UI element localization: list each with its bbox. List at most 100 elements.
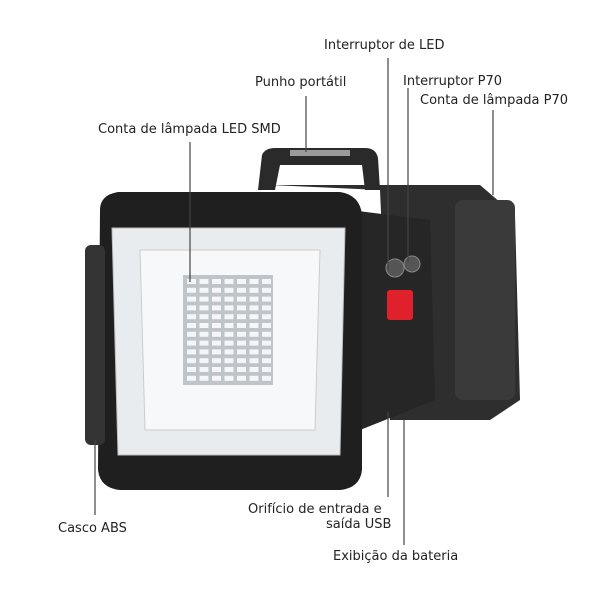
led-chip: [262, 287, 271, 293]
led-chip: [237, 358, 246, 364]
led-chip: [249, 279, 259, 284]
led-chip: [237, 287, 246, 293]
led-chip: [187, 331, 196, 337]
led-chip: [249, 305, 259, 311]
led-chip: [212, 358, 221, 364]
led-chip: [224, 349, 234, 355]
led-chip: [262, 314, 271, 320]
led-switch-button: [385, 258, 405, 278]
led-chip: [249, 375, 259, 381]
led-chip: [249, 287, 259, 293]
led-chip: [249, 296, 259, 302]
led-chip: [199, 314, 209, 320]
led-chip: [249, 349, 259, 355]
label-shell: Casco ABS: [58, 521, 127, 536]
led-chip: [212, 375, 221, 381]
led-chip: [187, 314, 196, 320]
led-chip: [224, 331, 234, 337]
led-chip: [187, 279, 196, 284]
label-led-switch: Interruptor de LED: [324, 38, 445, 53]
led-chip: [237, 331, 246, 337]
led-chip: [199, 367, 209, 372]
battery-display: [387, 290, 413, 320]
led-chip: [199, 375, 209, 381]
led-chip: [237, 323, 246, 328]
label-p70-bead: Conta de lâmpada P70: [420, 93, 569, 108]
led-chip: [212, 305, 221, 311]
led-chip: [224, 314, 234, 320]
led-chip: [262, 340, 271, 346]
led-chip: [187, 375, 196, 381]
led-chip: [237, 296, 246, 302]
handle-grip: [290, 150, 350, 156]
led-chip: [187, 287, 196, 293]
led-chip: [199, 305, 209, 311]
label-p70-switch: Interruptor P70: [403, 74, 503, 89]
p70-switch-button: [403, 255, 421, 273]
led-chip: [199, 340, 209, 346]
led-chip: [224, 279, 234, 284]
led-chip: [262, 296, 271, 302]
led-chip: [212, 287, 221, 293]
handle-shape: [258, 148, 380, 190]
led-chip: [262, 367, 271, 372]
led-chip: [249, 314, 259, 320]
led-chip: [249, 367, 259, 372]
led-chip: [224, 375, 234, 381]
led-chip: [187, 296, 196, 302]
led-chip: [237, 279, 246, 284]
rear-lamp: [455, 200, 515, 400]
side-bumper: [85, 245, 105, 445]
led-chip: [212, 331, 221, 337]
led-chip: [237, 375, 246, 381]
led-chip: [187, 340, 196, 346]
led-chip: [249, 340, 259, 346]
led-chip: [199, 287, 209, 293]
led-chip: [224, 305, 234, 311]
label-usb-line1: Orifício de entrada e: [248, 502, 382, 517]
led-chip: [262, 323, 271, 328]
led-chip: [224, 358, 234, 364]
led-chip: [212, 349, 221, 355]
led-chip: [199, 331, 209, 337]
led-chip: [199, 349, 209, 355]
led-chip: [237, 367, 246, 372]
led-chip: [212, 296, 221, 302]
led-chip: [249, 331, 259, 337]
led-chip: [237, 340, 246, 346]
led-chip: [212, 367, 221, 372]
led-chip: [187, 323, 196, 328]
label-usb-line2: saída USB: [326, 517, 392, 532]
led-chip: [262, 279, 271, 284]
led-chip: [199, 279, 209, 284]
led-chip: [224, 287, 234, 293]
led-chip: [224, 340, 234, 346]
label-battery: Exibição da bateria: [333, 549, 459, 564]
led-chip: [262, 358, 271, 364]
led-chip: [212, 340, 221, 346]
led-chip: [212, 314, 221, 320]
led-chip: [262, 305, 271, 311]
led-smd-array: [183, 275, 273, 385]
led-chip: [199, 358, 209, 364]
leader-lines: [94, 58, 494, 545]
led-chip: [237, 349, 246, 355]
led-chip: [187, 367, 196, 372]
led-chip: [262, 375, 271, 381]
led-chip: [224, 367, 234, 372]
led-chip: [212, 323, 221, 328]
led-chip: [237, 305, 246, 311]
led-chip: [262, 331, 271, 337]
led-chip: [224, 296, 234, 302]
label-smd-bead: Conta de lâmpada LED SMD: [98, 122, 281, 137]
led-chip: [199, 323, 209, 328]
led-chip: [187, 305, 196, 311]
led-chip: [237, 314, 246, 320]
led-chip: [187, 349, 196, 355]
led-chip: [212, 279, 221, 284]
led-chip: [249, 358, 259, 364]
label-handle: Punho portátil: [255, 75, 347, 90]
led-chip: [224, 323, 234, 328]
